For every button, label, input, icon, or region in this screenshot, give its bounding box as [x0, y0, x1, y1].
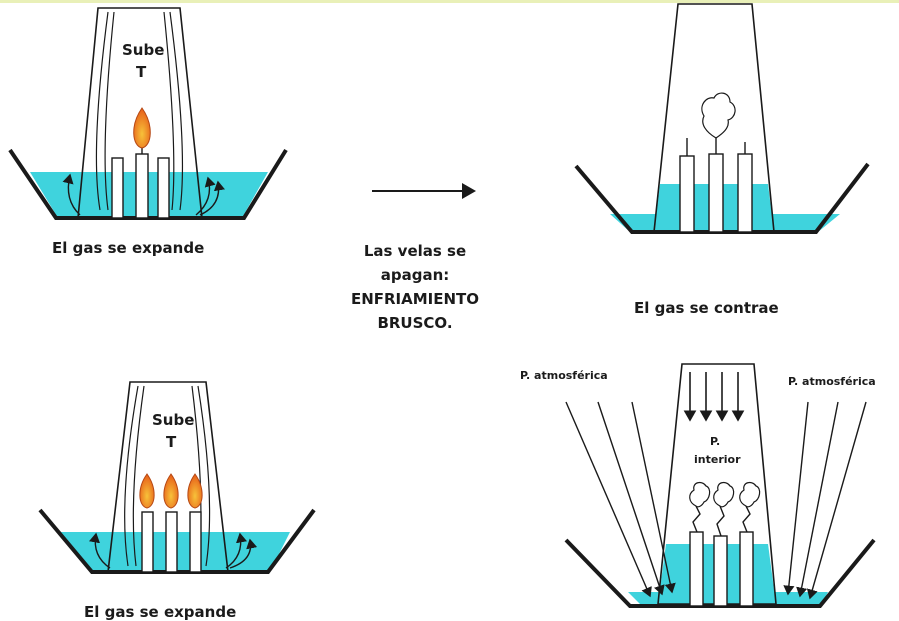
label-p-atmosferica-left: P. atmosférica	[520, 369, 608, 382]
candle	[679, 155, 695, 233]
glass	[77, 7, 203, 219]
center-line: apagan:	[380, 266, 450, 284]
glass-label-sube-top: Sube	[122, 41, 165, 59]
candle	[689, 531, 704, 607]
label-p-interior-2: interior	[694, 453, 741, 466]
flame	[139, 473, 155, 509]
smoke	[701, 92, 736, 139]
candle	[708, 153, 724, 233]
center-explanation: Las velas se apagan: ENFRIAMIENTO BRUSCO…	[330, 239, 500, 335]
caption-top-right: El gas se contrae	[634, 299, 779, 317]
candle	[737, 153, 753, 233]
candle	[165, 511, 178, 573]
flame	[163, 473, 179, 509]
candle	[135, 153, 149, 219]
smoke	[713, 481, 735, 508]
panel-top-left	[8, 7, 288, 220]
center-line: ENFRIAMIENTO	[350, 290, 480, 308]
candle	[189, 511, 202, 573]
caption-top-left: El gas se expande	[52, 239, 205, 257]
center-line: BRUSCO.	[377, 314, 453, 332]
candle	[141, 511, 154, 573]
label-p-interior-1: P.	[710, 435, 721, 448]
glass-label-sube-bottom: Sube	[152, 411, 195, 429]
panel-top-right	[574, 3, 870, 234]
flame	[133, 107, 151, 149]
center-line: Las velas se	[363, 242, 467, 260]
glass	[653, 3, 775, 233]
panel-bottom-right	[564, 363, 876, 608]
glass	[657, 363, 777, 605]
flame	[187, 473, 203, 509]
smoke	[739, 481, 761, 508]
glass	[107, 381, 229, 573]
panel-bottom-left	[38, 381, 316, 574]
caption-bottom-left: El gas se expande	[84, 603, 237, 621]
candle	[157, 157, 170, 219]
glass-label-t-top: T	[136, 63, 147, 81]
glass-label-t-bottom: T	[166, 433, 177, 451]
smoke	[689, 481, 711, 508]
candle	[739, 531, 754, 607]
label-p-atmosferica-right: P. atmosférica	[788, 375, 876, 388]
candle	[111, 157, 124, 219]
candle	[713, 535, 728, 607]
water	[30, 172, 268, 218]
